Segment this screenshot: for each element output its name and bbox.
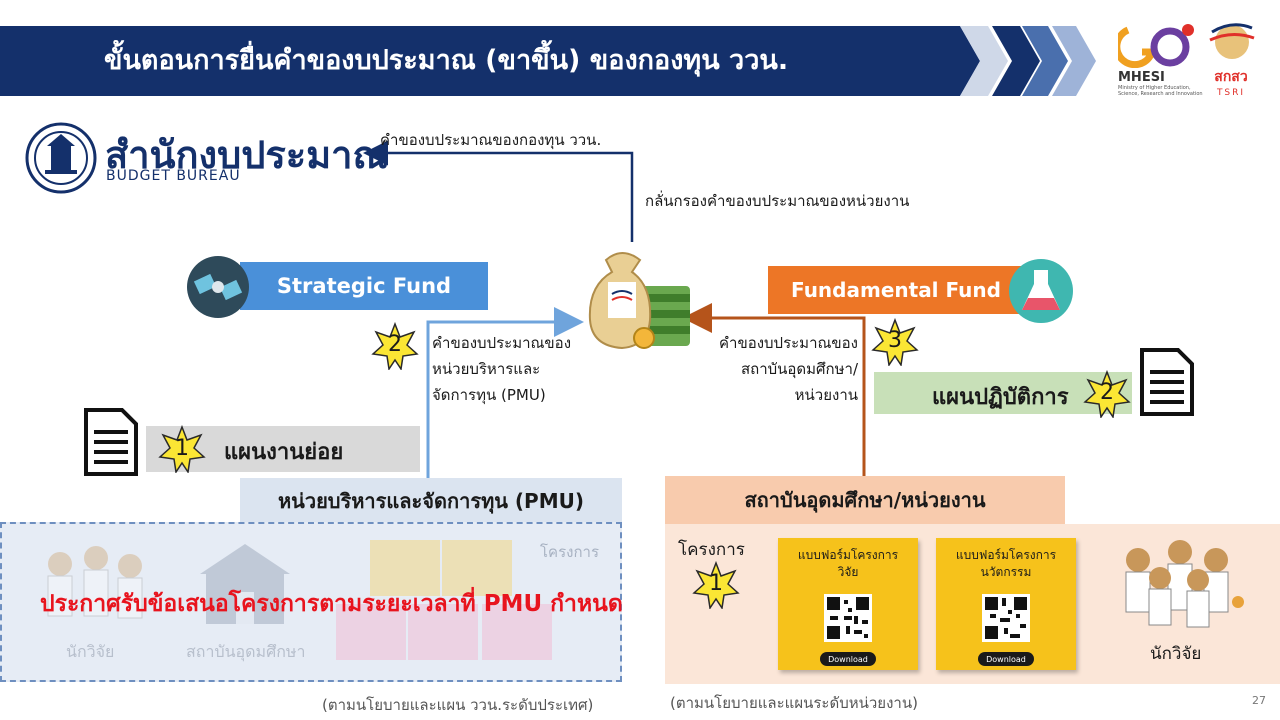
strategic-panel-project: โครงการ bbox=[540, 543, 600, 561]
step-1-number-subplan: 1 bbox=[175, 436, 189, 461]
opplan-bar bbox=[874, 372, 1132, 414]
researcher-label: นักวิจัย bbox=[1150, 644, 1202, 664]
download-button-innovation[interactable]: Download bbox=[978, 652, 1034, 666]
qr-code-innovation-icon bbox=[982, 594, 1030, 642]
step-2-number-opplan: 2 bbox=[1100, 380, 1114, 405]
tsri-logo: สกสว TSRI bbox=[1206, 18, 1266, 104]
form-card-faded-3 bbox=[336, 604, 406, 660]
tsri-text-en: TSRI bbox=[1216, 88, 1246, 98]
step-2-number-strategic: 2 bbox=[388, 332, 402, 357]
page-title: ขั้นตอนการยื่นคำของบประมาณ (ขาขึ้น) ของก… bbox=[104, 45, 789, 76]
strategic-fund-label: Strategic Fund bbox=[240, 262, 488, 310]
money-bag-icon bbox=[588, 252, 690, 350]
budget-bureau-name-en: BUDGET BUREAU bbox=[106, 168, 241, 184]
lab-flask-icon bbox=[1009, 259, 1073, 323]
research-form-title-2: วิจัย bbox=[837, 565, 859, 579]
fundamental-request-line-1: คำของบประมาณของ bbox=[718, 334, 858, 352]
fundamental-panel-project: โครงการ bbox=[678, 540, 745, 560]
form-card-faded-1 bbox=[370, 540, 440, 596]
pmu-label: หน่วยบริหารและจัดการทุน (PMU) bbox=[240, 478, 622, 524]
researcher-faded-label: นักวิจัย bbox=[66, 642, 115, 661]
qr-code-research-icon bbox=[824, 594, 872, 642]
innovation-form-title-1: แบบฟอร์มโครงการ bbox=[955, 548, 1057, 562]
fundamental-request-line-2: สถาบันอุดมศึกษา/ bbox=[740, 360, 858, 378]
strategic-request-text: คำของบประมาณของ หน่วยบริหารและ จัดการทุน… bbox=[432, 330, 571, 408]
satellite-icon bbox=[187, 256, 249, 318]
top-arrow-label: คำของบประมาณของกองทุน ววน. bbox=[380, 131, 602, 149]
subplan-label: แผนงานย่อย bbox=[224, 440, 344, 465]
header-banner bbox=[0, 26, 960, 96]
budget-bureau-name: สำนักงบประมาณ bbox=[105, 133, 388, 177]
announce-text: ประกาศรับข้อเสนอโครงการตามระยะเวลาที่ PM… bbox=[40, 591, 623, 617]
fundamental-request-text: คำของบประมาณของ สถาบันอุดมศึกษา/ หน่วยงา… bbox=[700, 330, 858, 408]
budget-bureau-seal-icon bbox=[25, 122, 97, 194]
strategic-footnote: (ตามนโยบายและแผน ววน.ระดับประเทศ) bbox=[322, 696, 594, 714]
step-1-number-project: 1 bbox=[709, 571, 723, 596]
institute-label: สถาบันอุดมศึกษา/หน่วยงาน bbox=[665, 476, 1065, 524]
page-number: 27 bbox=[1252, 694, 1266, 707]
form-card-faded-5 bbox=[482, 604, 552, 660]
strategic-panel bbox=[0, 522, 622, 682]
strategic-request-line-3: จัดการทุน (PMU) bbox=[432, 386, 546, 404]
step-1-star-subplan-icon bbox=[158, 425, 206, 473]
strategic-request-line-1: คำของบประมาณของ bbox=[432, 334, 572, 352]
document-icon-left bbox=[84, 408, 138, 476]
innovation-form-title-2: นวัตกรรม bbox=[980, 565, 1032, 579]
mhesi-subtext: Ministry of Higher Education, Science, R… bbox=[1118, 85, 1203, 97]
tsri-text-th: สกสว bbox=[1214, 69, 1248, 85]
fundamental-fund-label: Fundamental Fund bbox=[768, 266, 1024, 314]
step-3-number: 3 bbox=[888, 328, 902, 353]
fundamental-request-line-3: หน่วยงาน bbox=[794, 386, 858, 404]
mhesi-logo: MHESI Ministry of Higher Education, Scie… bbox=[1113, 22, 1208, 102]
researchers-icon bbox=[1125, 540, 1244, 628]
university-faded-icon bbox=[200, 544, 290, 624]
research-form-title-1: แบบฟอร์มโครงการ bbox=[797, 548, 899, 562]
step-2-star-opplan-icon bbox=[1083, 370, 1131, 418]
opplan-label: แผนปฏิบัติการ bbox=[932, 385, 1069, 410]
step-3-star-icon bbox=[871, 318, 919, 366]
step-2-star-strategic-icon bbox=[371, 322, 419, 370]
step-1-star-project-icon bbox=[692, 561, 740, 609]
fundamental-footnote: (ตามนโยบายและแผนระดับหน่วยงาน) bbox=[670, 694, 918, 712]
screen-label: กลั่นกรองคำของบประมาณของหน่วยงาน bbox=[645, 192, 910, 210]
strategic-request-line-2: หน่วยบริหารและ bbox=[432, 360, 541, 378]
researchers-faded-icon bbox=[47, 546, 143, 619]
download-button-research[interactable]: Download bbox=[820, 652, 876, 666]
form-card-faded-2 bbox=[442, 540, 512, 596]
document-icon-right bbox=[1140, 348, 1194, 416]
form-card-faded-4 bbox=[408, 604, 478, 660]
mhesi-text: MHESI bbox=[1118, 70, 1165, 85]
university-faded-label: สถาบันอุดมศึกษา bbox=[186, 642, 306, 661]
header-chevrons bbox=[930, 26, 1096, 96]
